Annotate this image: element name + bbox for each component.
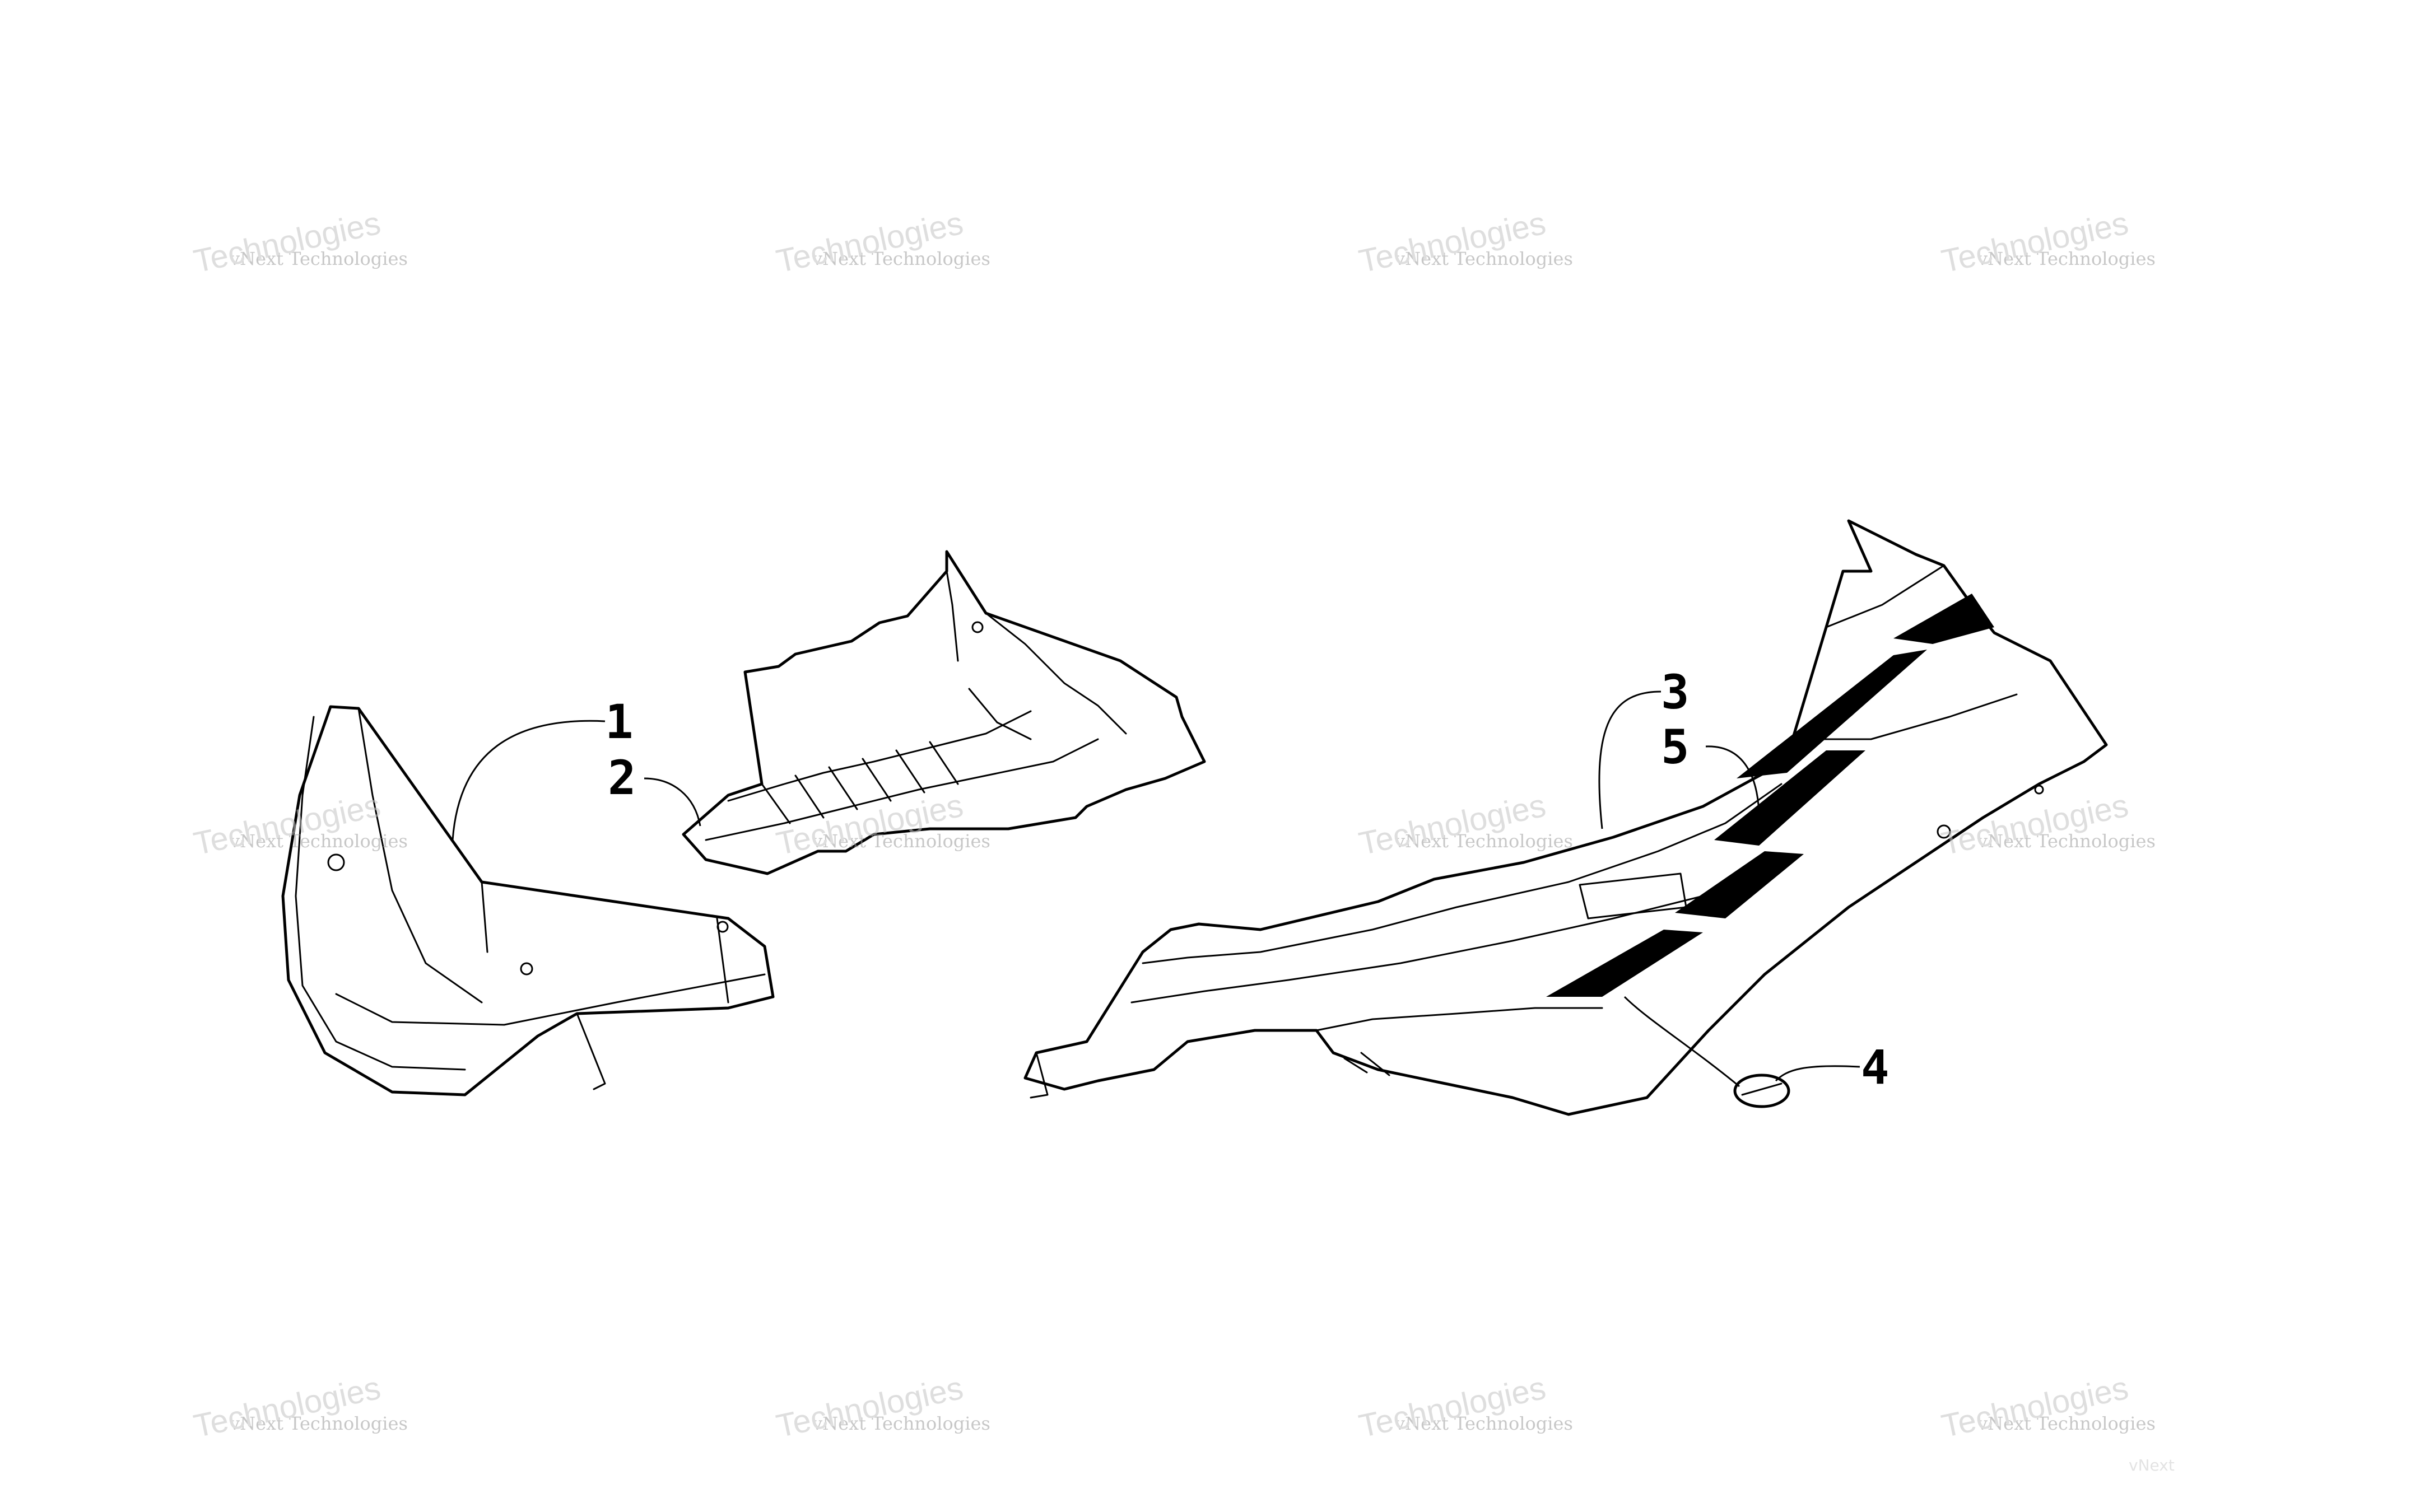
callout-1: 1 xyxy=(605,694,634,749)
watermark-word: vNext xyxy=(2129,1456,2175,1474)
part-2-belly-pan xyxy=(682,550,1206,875)
callout-2: 2 xyxy=(608,750,636,805)
callout-4: 4 xyxy=(1861,1040,1890,1095)
leader-4-to-panel xyxy=(1623,996,1740,1088)
leader-2 xyxy=(644,777,701,827)
leader-3 xyxy=(1598,690,1662,829)
leader-1 xyxy=(452,720,606,841)
part-4-cap xyxy=(1733,1074,1790,1108)
stripe-graphic xyxy=(1546,594,1994,997)
part-3-side-panel xyxy=(1023,519,2108,1116)
leader-5 xyxy=(1705,745,1760,818)
callout-3: 3 xyxy=(1661,665,1690,720)
leader-lines xyxy=(452,690,1860,1088)
part-1-bumper xyxy=(281,705,775,1096)
leader-4 xyxy=(1775,1065,1860,1082)
callout-5: 5 xyxy=(1661,720,1690,774)
